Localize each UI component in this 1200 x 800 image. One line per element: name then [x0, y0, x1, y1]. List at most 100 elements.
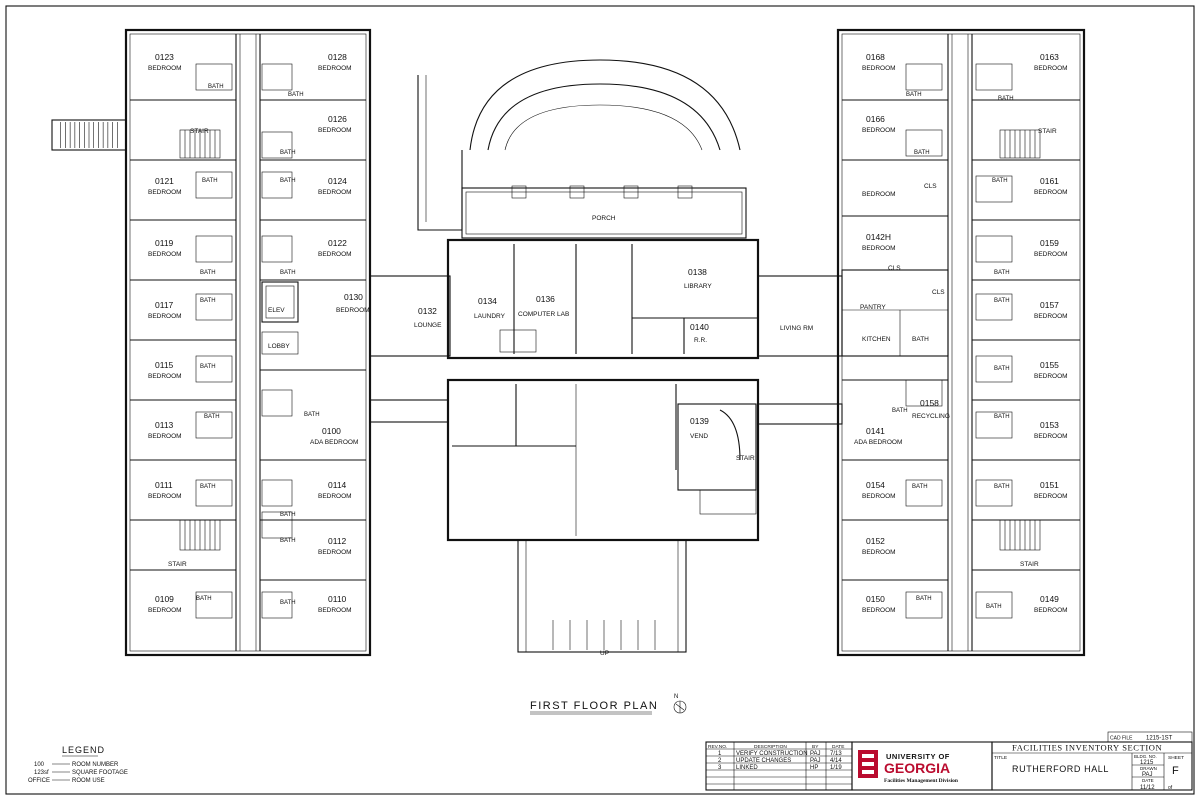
cad-file-value: 1215-1ST [1146, 736, 1173, 742]
room-use: BEDROOM [1034, 189, 1068, 196]
room-number: 0141 [866, 426, 885, 436]
closet-label: CLS [888, 265, 901, 272]
stair-label: STAIR [1038, 128, 1057, 135]
bath-label: BATH [912, 484, 928, 490]
closet-label: CLS [924, 183, 937, 190]
bath-label: BATH [914, 150, 930, 156]
rev-by: HP [810, 765, 818, 771]
legend-desc-room-use: ROOM USE [72, 778, 105, 784]
room-use: VEND [690, 433, 708, 440]
room-number: 0159 [1040, 238, 1059, 248]
lobby [261, 331, 299, 355]
room-use: BEDROOM [862, 65, 896, 72]
room-use: LIBRARY [684, 283, 712, 290]
title-label: TITLE [994, 755, 1007, 761]
bath-label: BATH [994, 270, 1010, 276]
room-use: BEDROOM [318, 251, 352, 258]
bath-label: BATH [200, 364, 216, 370]
room-number: 0151 [1040, 480, 1059, 490]
room-use: BEDROOM [1034, 251, 1068, 258]
room-use: BEDROOM [1034, 433, 1068, 440]
rev-date: 7/13 [830, 751, 842, 757]
room-number: 0140 [690, 322, 709, 332]
room-number: 0112 [328, 536, 347, 546]
stair-label: STAIR [168, 561, 187, 568]
room-number: 0138 [688, 267, 707, 277]
bath-label: BATH [994, 484, 1010, 490]
room-number: 0158 [920, 398, 939, 408]
sheet-of-label: of [1168, 785, 1173, 791]
elevator-label: ELEV [268, 307, 285, 314]
room-number: 0153 [1040, 420, 1059, 430]
elevator [261, 281, 299, 323]
bldg-no-value: 1215 [1140, 760, 1154, 766]
bath-label: BATH [912, 336, 929, 343]
room-use: BEDROOM [148, 65, 182, 72]
bath-label: BATH [892, 408, 908, 414]
room-use: BEDROOM [318, 493, 352, 500]
sheet-border [5, 5, 1195, 795]
rev-no: 2 [718, 758, 722, 764]
room-use: BEDROOM [1034, 607, 1068, 614]
lobby-label: LOBBY [268, 343, 290, 350]
rev-by: PAJ [810, 758, 821, 764]
drawn-label: DRAWN [1140, 766, 1157, 771]
room-use: BEDROOM [1034, 373, 1068, 380]
bath-label: BATH [288, 92, 304, 98]
rev-header-desc: DESCRIPTION [754, 744, 787, 750]
bath-label: BATH [200, 298, 216, 304]
room-use: RECYCLING [912, 413, 950, 420]
room-number: 0123 [155, 52, 174, 62]
room-use: BEDROOM [862, 549, 896, 556]
room-use: BEDROOM [148, 313, 182, 320]
room-use: BEDROOM [148, 493, 182, 500]
bath-label: BATH [196, 596, 212, 602]
legend-desc-square-footage: SQUARE FOOTAGE [72, 770, 128, 776]
room-use: BEDROOM [148, 373, 182, 380]
room-number: 0128 [328, 52, 347, 62]
bath-label: BATH [280, 150, 296, 156]
rev-no: 3 [718, 765, 722, 771]
rev-by: PAJ [810, 751, 821, 757]
room-use: BEDROOM [336, 307, 370, 314]
room-use: ADA BEDROOM [310, 439, 358, 446]
room-use: ADA BEDROOM [854, 439, 902, 446]
date-label: DATE [1142, 778, 1154, 783]
stair-label: STAIR [1020, 561, 1039, 568]
room-number: 0114 [328, 480, 347, 490]
room-number: 0152 [866, 536, 885, 546]
room-number: 0126 [328, 114, 347, 124]
room-number: 0115 [155, 360, 174, 370]
room-labels: 0123BEDROOM0121BEDROOM0119BEDROOM0117BED… [148, 52, 1068, 657]
room-number: 0109 [155, 594, 174, 604]
rev-date: 1/19 [830, 765, 842, 771]
room-use: LAUNDRY [474, 313, 506, 320]
stair-label: STAIR [190, 128, 209, 135]
room-use: BEDROOM [318, 127, 352, 134]
room-use: BEDROOM [318, 549, 352, 556]
bath-label: BATH [280, 512, 296, 518]
rev-desc: LINKED [736, 765, 758, 771]
room-use: BEDROOM [1034, 313, 1068, 320]
legend-key-room-number: 100 [34, 762, 45, 768]
room-number: 0111 [155, 480, 173, 490]
room-use: BEDROOM [862, 191, 896, 198]
sheet-label: SHEET [1168, 755, 1184, 761]
room-use: BEDROOM [1034, 65, 1068, 72]
room-use: BEDROOM [148, 189, 182, 196]
room-number: 0117 [155, 300, 174, 310]
center-block [369, 59, 949, 653]
room-number: 0168 [866, 52, 885, 62]
legend-key-room-use: OFFICE [28, 778, 50, 784]
section-title: FACILITIES INVENTORY SECTION [1012, 743, 1162, 753]
left-wing [51, 28, 372, 657]
room-number: 0142H [866, 232, 891, 242]
room-number: 0139 [690, 416, 709, 426]
room-use: BEDROOM [862, 127, 896, 134]
legend-desc-room-number: ROOM NUMBER [72, 762, 119, 768]
room-use: BEDROOM [318, 607, 352, 614]
room-number: 0122 [328, 238, 347, 248]
bath-label: BATH [994, 366, 1010, 372]
room-number: 0110 [328, 594, 347, 604]
